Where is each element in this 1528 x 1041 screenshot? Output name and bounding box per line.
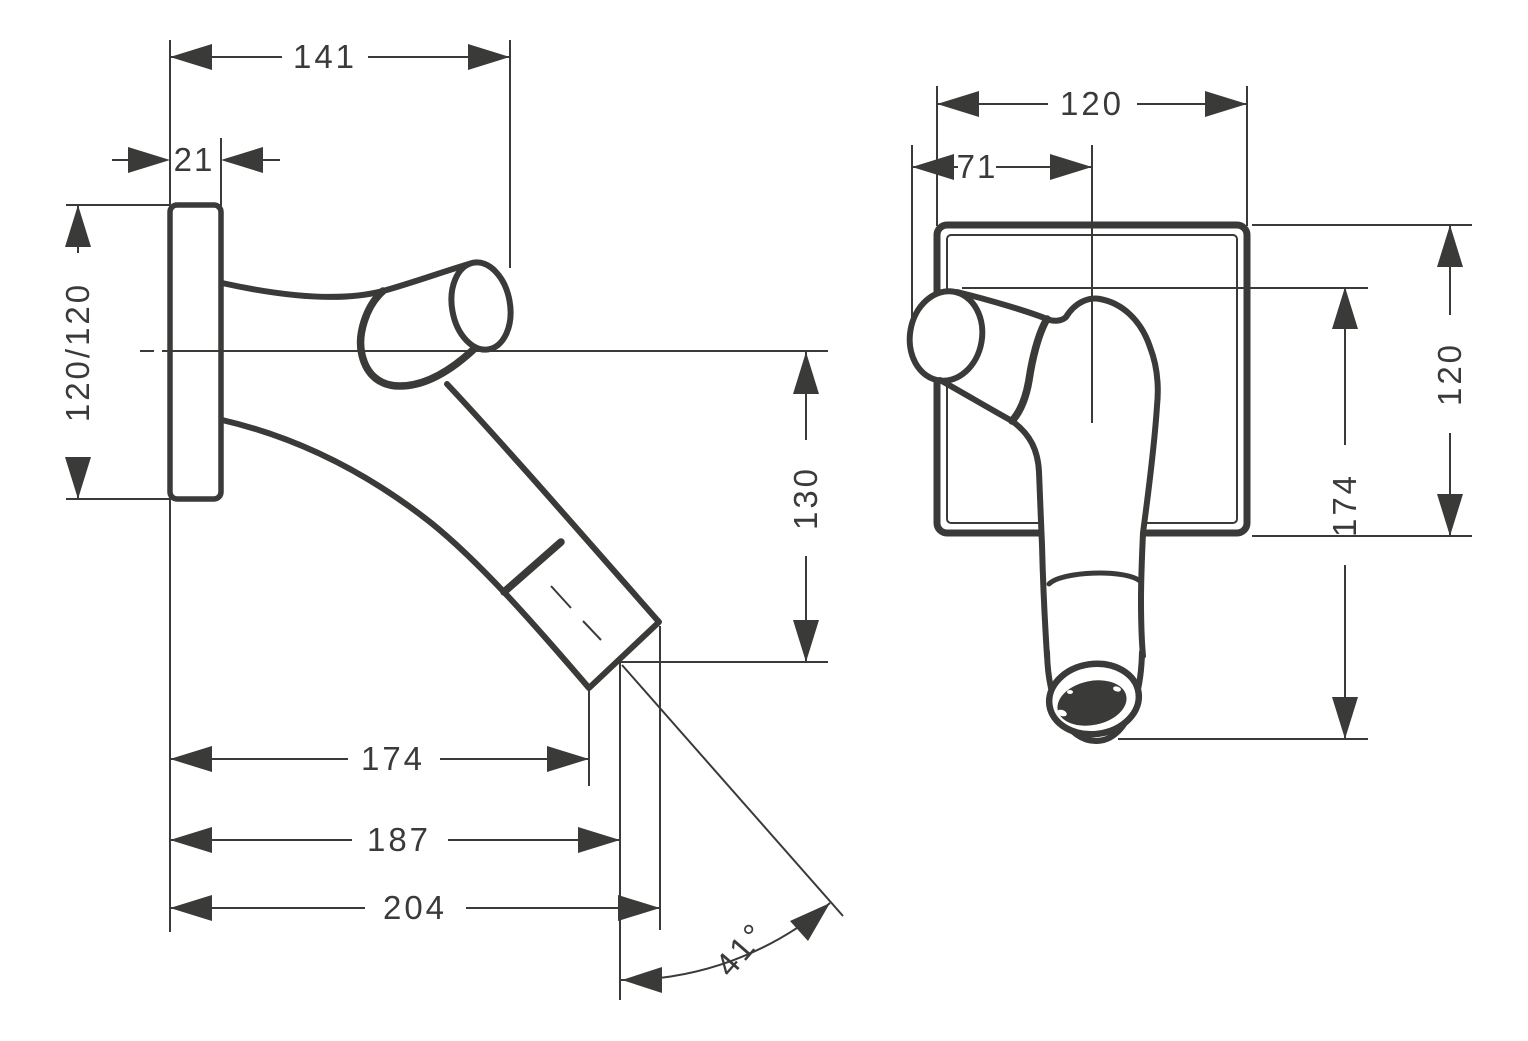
dim-plate-width: 120 bbox=[937, 85, 1247, 122]
outlet-glint bbox=[1113, 686, 1121, 692]
spout-tube-outline bbox=[219, 381, 662, 691]
dim-spout-angle: 41° bbox=[619, 902, 831, 993]
arrow-left-icon bbox=[622, 967, 662, 993]
dim-label-21: 21 bbox=[174, 141, 215, 178]
dim-label-120-120: 120/120 bbox=[59, 282, 96, 422]
upper-arm-edge bbox=[219, 280, 386, 300]
arrow-right-icon bbox=[578, 827, 620, 853]
arrow-up-right-icon bbox=[790, 903, 830, 941]
front-handle-base-arc bbox=[1008, 315, 1051, 425]
spout-axis-dashes bbox=[550, 585, 602, 641]
spout-joint-ring bbox=[500, 538, 565, 596]
arrow-down-icon bbox=[1437, 494, 1463, 536]
arrow-up-icon bbox=[1437, 225, 1463, 267]
arrow-left-icon bbox=[937, 91, 979, 117]
outlet-sleeve-arc bbox=[1046, 570, 1143, 587]
front-handle-bottom-edge bbox=[937, 377, 1015, 424]
dim-label-141: 141 bbox=[293, 38, 357, 75]
handle-face-ellipse bbox=[448, 259, 514, 353]
dim-label-204: 204 bbox=[383, 889, 447, 926]
arrow-up-icon bbox=[793, 352, 819, 394]
arrow-up-icon bbox=[65, 205, 91, 247]
dim-plate-size: 120/120 bbox=[59, 205, 96, 499]
dim-outlet-drop: 174 bbox=[1326, 287, 1363, 739]
dim-handle-projection: 71 bbox=[912, 148, 1092, 185]
dim-reach-overall: 204 bbox=[170, 889, 660, 926]
handle-cone-base-arc bbox=[356, 287, 477, 390]
spout-axis-extension bbox=[621, 664, 844, 917]
arrow-down-icon bbox=[1332, 697, 1358, 739]
dim-drop-height: 130 bbox=[787, 352, 824, 662]
arrow-down-icon bbox=[793, 620, 819, 662]
arrow-right-icon bbox=[547, 746, 589, 772]
dim-label-41deg: 41° bbox=[708, 915, 775, 984]
dim-label-174: 174 bbox=[361, 740, 425, 777]
arrow-down-icon bbox=[65, 457, 91, 499]
arrow-right-icon bbox=[128, 147, 170, 173]
arrow-right-icon bbox=[468, 44, 510, 70]
arrow-up-icon bbox=[1332, 287, 1358, 329]
spout-body-fill bbox=[222, 264, 659, 688]
arrow-left-icon bbox=[170, 827, 212, 853]
front-faucet-body bbox=[906, 288, 1161, 744]
front-reference-lines bbox=[962, 145, 1368, 423]
front-body-left-edge bbox=[1009, 418, 1050, 659]
dim-label-120-right: 120 bbox=[1431, 342, 1468, 406]
arrow-right-icon bbox=[1050, 154, 1092, 180]
arrow-right-icon bbox=[1205, 91, 1247, 117]
dim-label-130: 130 bbox=[787, 466, 824, 530]
side-faucet-body bbox=[167, 202, 662, 691]
arrow-left-icon bbox=[170, 746, 212, 772]
front-body-fill bbox=[1012, 298, 1158, 658]
dim-label-71: 71 bbox=[957, 148, 998, 185]
front-view: 120 71 120 174 bbox=[906, 85, 1472, 744]
outlet-glint bbox=[1067, 690, 1073, 694]
arrow-left-icon bbox=[912, 154, 954, 180]
dim-label-120-top: 120 bbox=[1060, 85, 1124, 122]
dim-label-174-right: 174 bbox=[1326, 473, 1363, 537]
dim-overall-width: 141 bbox=[170, 38, 510, 75]
dim-plate-height: 120 bbox=[1431, 225, 1468, 536]
outlet-glint bbox=[1057, 709, 1067, 717]
handle-cone-top-edge bbox=[380, 261, 472, 294]
dim-label-187: 187 bbox=[367, 821, 431, 858]
arrow-right-icon bbox=[618, 895, 660, 921]
side-reference-lines bbox=[140, 350, 844, 917]
dim-reach-outlet: 187 bbox=[170, 821, 620, 858]
arrow-left-icon bbox=[170, 895, 212, 921]
side-view: 141 21 120/120 174 187 bbox=[59, 38, 844, 1000]
front-body-right-edge bbox=[1063, 295, 1161, 659]
outlet-hole bbox=[1057, 680, 1127, 726]
arrow-left-icon bbox=[170, 44, 212, 70]
dim-plate-thickness: 21 bbox=[112, 141, 280, 178]
front-extension-lines bbox=[911, 86, 1472, 740]
dim-reach-spout-end: 174 bbox=[170, 740, 589, 777]
arrow-left-icon bbox=[221, 147, 263, 173]
